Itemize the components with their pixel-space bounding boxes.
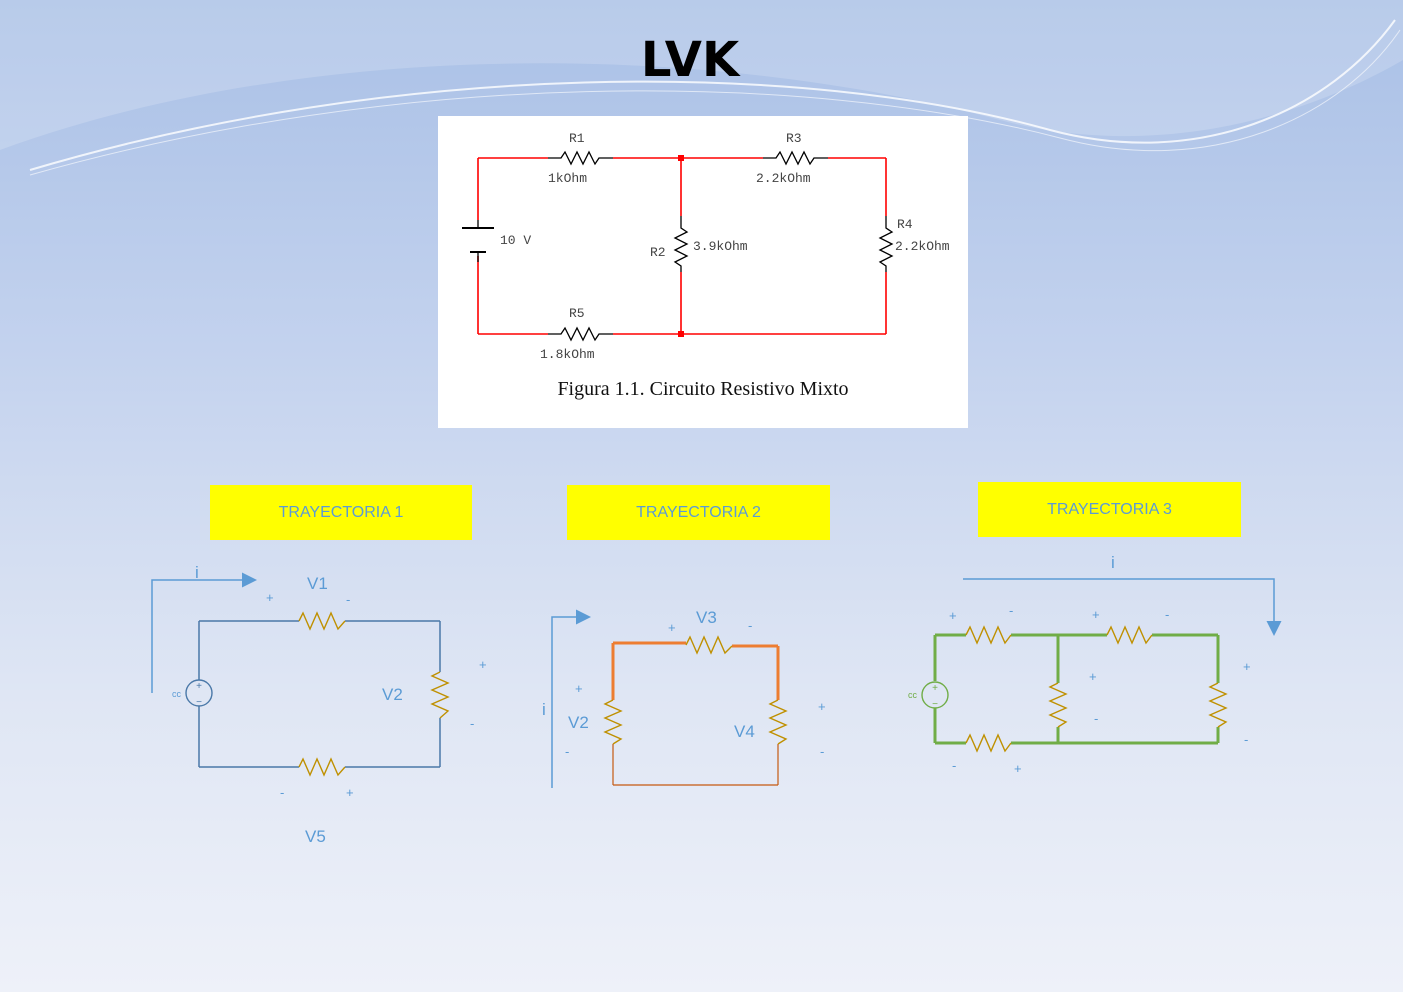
- current-label: i: [195, 563, 199, 582]
- source-cc-label: cc: [908, 690, 918, 700]
- r2-name: R2: [650, 245, 666, 260]
- r5-name: R5: [569, 306, 585, 321]
- svg-text:+: +: [932, 683, 938, 694]
- current-label: i: [1111, 553, 1115, 572]
- minus-sign: -: [952, 758, 956, 773]
- trayectoria-2-label: TRAYECTORIA 2: [567, 485, 830, 540]
- resistor-r3-icon: [763, 150, 828, 166]
- resistor-r2-icon: [673, 216, 689, 272]
- minus-sign: -: [1094, 711, 1098, 726]
- current-arrow-icon: [963, 578, 1282, 636]
- source-label: 10 V: [500, 233, 531, 248]
- svg-text:−: −: [932, 699, 938, 710]
- minus-sign: -: [346, 592, 350, 607]
- current-arrow-icon: [151, 572, 257, 693]
- minus-sign: -: [280, 785, 284, 800]
- minus-sign: -: [1165, 607, 1169, 622]
- dc-source-icon: + −: [185, 679, 213, 708]
- minus-sign: -: [565, 744, 569, 759]
- v3-label: V3: [696, 608, 717, 627]
- resistor-v1-icon: [298, 611, 346, 631]
- v5-label: V5: [305, 827, 326, 846]
- minus-sign: -: [820, 744, 824, 759]
- resistor-v4-icon: [768, 699, 788, 745]
- circuit-figure: R1 1kOhm R3 2.2kOhm R2 3.9kOhm R4 2.2kOh…: [438, 116, 968, 428]
- resistor-icon: [1106, 625, 1153, 645]
- resistor-icon: [965, 733, 1012, 753]
- r5-value: 1.8kOhm: [540, 347, 595, 362]
- resistor-icon: [965, 625, 1012, 645]
- trayectoria-1-label: TRAYECTORIA 1: [210, 485, 472, 540]
- resistor-r4-icon: [878, 216, 894, 272]
- r1-name: R1: [569, 131, 585, 146]
- junction-dot: [678, 155, 684, 161]
- resistor-v2-icon: [603, 699, 623, 745]
- r1-value: 1kOhm: [548, 171, 587, 186]
- minus-sign: -: [1244, 732, 1248, 747]
- v2-label: V2: [382, 685, 403, 704]
- minus-sign: -: [470, 716, 474, 731]
- plus-sign: +: [1243, 659, 1251, 674]
- resistor-r1-icon: [548, 150, 613, 166]
- svg-text:−: −: [196, 697, 202, 708]
- junction-dot: [678, 331, 684, 337]
- svg-text:+: +: [196, 681, 202, 692]
- r3-name: R3: [786, 131, 802, 146]
- resistor-v3-icon: [685, 635, 733, 655]
- v1-label: V1: [307, 574, 328, 593]
- plus-sign: +: [818, 699, 826, 714]
- mixed-resistive-circuit: R1 1kOhm R3 2.2kOhm R2 3.9kOhm R4 2.2kOh…: [462, 131, 950, 362]
- r3-value: 2.2kOhm: [756, 171, 811, 186]
- current-arrow-icon: [551, 609, 591, 788]
- plus-sign: +: [949, 608, 957, 623]
- figure-caption: Figura 1.1. Circuito Resistivo Mixto: [557, 378, 849, 400]
- slide-title: LVK: [640, 32, 740, 88]
- plus-sign: +: [575, 681, 583, 696]
- trayectoria-3-diagram: + − cc i + - + - + - + - - +: [908, 553, 1282, 776]
- v2-label: V2: [568, 713, 589, 732]
- v4-label: V4: [734, 722, 755, 741]
- resistor-v2-icon: [430, 671, 450, 719]
- plus-sign: +: [1014, 761, 1022, 776]
- dc-source-icon: + −: [921, 681, 949, 710]
- r4-value: 2.2kOhm: [895, 239, 950, 254]
- plus-sign: +: [346, 785, 354, 800]
- r4-name: R4: [897, 217, 913, 232]
- source-cc-label: cc: [172, 689, 182, 699]
- plus-sign: +: [668, 620, 676, 635]
- plus-sign: +: [266, 590, 274, 605]
- r2-value: 3.9kOhm: [693, 239, 748, 254]
- resistor-icon: [1208, 682, 1228, 728]
- minus-sign: -: [748, 618, 752, 633]
- plus-sign: +: [479, 657, 487, 672]
- battery-icon: [462, 220, 494, 262]
- resistor-r5-icon: [548, 326, 613, 342]
- trayectoria-2-diagram: i V3 V2 V4 + - + - + -: [542, 608, 826, 788]
- trayectoria-3-label: TRAYECTORIA 3: [978, 482, 1241, 537]
- plus-sign: +: [1092, 607, 1100, 622]
- plus-sign: +: [1089, 669, 1097, 684]
- resistor-icon: [1048, 682, 1068, 728]
- minus-sign: -: [1009, 603, 1013, 618]
- trayectoria-1-diagram: + − cc i V1 V2 V5 + - + - - +: [151, 563, 487, 846]
- resistor-v5-icon: [298, 757, 346, 777]
- current-label: i: [542, 700, 546, 719]
